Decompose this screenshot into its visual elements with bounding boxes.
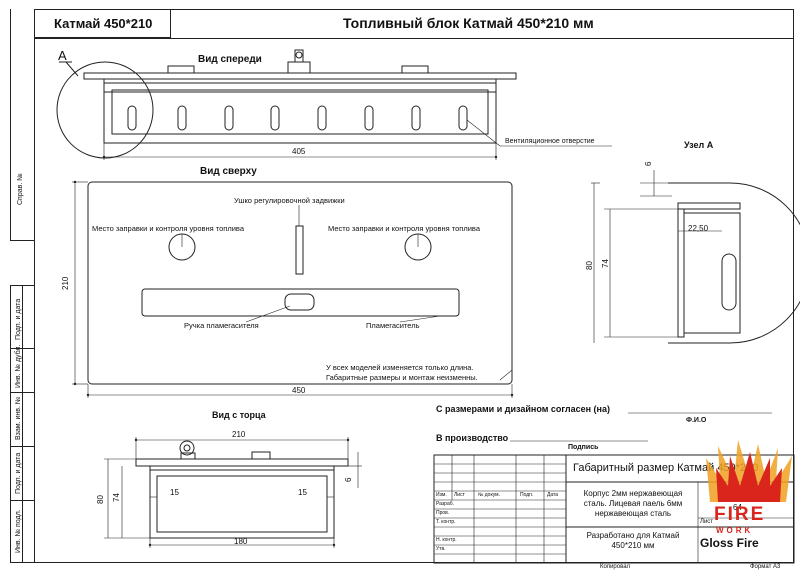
top-depth-dim: 210 — [61, 276, 70, 290]
sheet-label: Лист — [700, 519, 714, 525]
company-name: Gloss Fire — [700, 536, 759, 550]
fire-logo-flame — [706, 440, 792, 502]
node-a-dim-height: 74 — [601, 259, 610, 268]
side-stamp-strip-upper — [10, 9, 34, 241]
role-sign: Подп. — [520, 492, 534, 498]
end-dim-left-outer: 80 — [96, 495, 105, 504]
note-line2: Габаритные размеры и монтаж неизменны. — [326, 373, 478, 382]
stamp-line — [10, 500, 34, 501]
stamp-line — [10, 392, 34, 393]
logo-word: FIRE — [714, 504, 766, 525]
stamp-divider — [22, 285, 23, 563]
developed-for: Разработано для Катмай 450*210 мм — [586, 531, 680, 550]
row-tech-control: Т. контр. — [436, 519, 456, 525]
flame-label: Пламегаситель — [366, 321, 420, 330]
end-view-title: Вид с торца — [212, 410, 266, 420]
fill-left-label: Место заправки и контроля уровня топлива — [92, 224, 244, 233]
node-a-dim-inner: 22,50 — [688, 224, 709, 233]
front-width-dim: 405 — [292, 147, 306, 156]
node-a-title: Узел А — [684, 140, 714, 150]
signature-label: Подпись — [568, 444, 599, 451]
page-title: Топливный блок Катмай 450*210 мм — [343, 15, 594, 31]
top-view-title: Вид сверху — [200, 166, 257, 177]
vent-label: Вентиляционное отверстие — [505, 138, 595, 145]
handle-label: Ручка пламегасителя — [184, 321, 259, 330]
copied-label: Копировал — [600, 564, 631, 570]
model-label-box — [34, 9, 171, 38]
top-width-dim: 450 — [292, 386, 306, 395]
end-dim-left-inner: 74 — [112, 493, 121, 502]
fio-label: Ф.И.О — [686, 417, 707, 424]
fill-right-label: Место заправки и контроля уровня топлива — [328, 224, 480, 233]
node-a-dim-top: 6 — [644, 161, 653, 166]
production-label: В производство — [436, 433, 509, 443]
role-doc: № докум. — [478, 492, 500, 498]
model-label: Катмай 450*210 — [54, 16, 153, 31]
role-sheet: Лист — [454, 492, 465, 498]
node-a-marker: A — [58, 48, 67, 63]
note-line1: У всех моделей изменяется только длина. — [326, 363, 474, 372]
end-dim-right: 6 — [344, 477, 353, 482]
end-dim-top: 210 — [232, 430, 246, 439]
damper-eye-label: Ушко регулировочной задвижки — [234, 196, 345, 205]
format-label: Формат А3 — [750, 564, 781, 570]
row-norm-control: Н. контр. — [436, 537, 457, 543]
stamp-line — [10, 240, 34, 241]
drawing-frame — [34, 9, 794, 563]
end-dim-bottom: 180 — [234, 537, 248, 546]
stamp-line — [10, 348, 34, 349]
end-dim-left-margin: 15 — [170, 488, 179, 497]
header-rule — [34, 38, 794, 39]
material-note: Корпус 2мм нержавеющая сталь. Лицевая па… — [583, 489, 683, 518]
role-date: Дата — [547, 492, 559, 498]
scale-value: 64 — [733, 503, 742, 512]
row-approved: Утв. — [436, 546, 446, 552]
row-checked: Пров. — [436, 510, 450, 516]
agree-label: С размерами и дизайном согласен (на) — [436, 404, 610, 414]
stamp-line — [10, 446, 34, 447]
role-change: Изм. — [436, 492, 447, 498]
front-view-title: Вид спереди — [198, 54, 262, 65]
node-a-dim-outer: 80 — [585, 261, 594, 270]
logo-sub: WORK — [716, 526, 754, 535]
row-developer: Разраб. — [436, 501, 455, 507]
end-dim-right-margin: 15 — [298, 488, 307, 497]
